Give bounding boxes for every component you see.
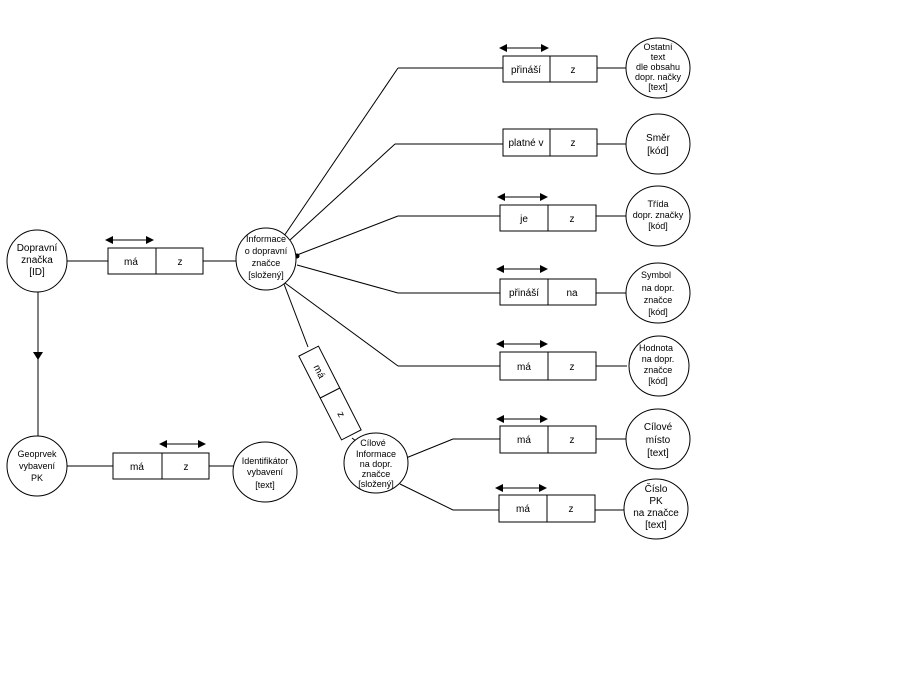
entity-label: [text]	[255, 480, 275, 490]
entity-identifikator: Identifikátor vybavení [text]	[232, 441, 298, 503]
entity-symbol: Symbol na dopr. značce [kód]	[625, 262, 691, 324]
entity-cilove-misto: Cílové místo [text]	[625, 408, 691, 470]
entity-informace: Informace o dopravní značce [složený]	[235, 227, 297, 291]
entity-ostatni-text: Ostatní text dle obsahu dopr. načky [tex…	[625, 37, 691, 99]
entity-label: místo	[646, 435, 671, 446]
entity-smer: Směr [kód]	[625, 113, 691, 175]
entity-label: na dopr.	[360, 459, 393, 469]
entity-label: [kód]	[648, 376, 668, 386]
entity-cislo-pk: Číslo PK na značce [text]	[623, 478, 689, 540]
entity-label: [složený]	[248, 270, 284, 280]
entity-label: Informace	[246, 234, 286, 244]
cardinality-label: z	[570, 435, 575, 446]
entity-label: dopr. načky	[635, 72, 682, 82]
entity-label: o dopravní	[245, 246, 288, 256]
entity-cilove-informace: Cílové Informace na dopr. značce [složen…	[343, 432, 409, 494]
role-label: má	[516, 504, 530, 515]
cardinality-label: na	[566, 288, 578, 299]
entity-label: Hodnota	[639, 343, 673, 353]
relation-ma-cilove-misto: má z	[499, 425, 597, 454]
role-label: má	[517, 435, 531, 446]
double-arrows	[105, 44, 549, 492]
entity-label: [kód]	[648, 307, 668, 317]
relation-informace-cilove: má z	[298, 345, 362, 441]
relation-platne-smer: platné v z	[502, 128, 598, 157]
relation-znacka-informace: má z	[107, 247, 204, 275]
entity-label: PK	[649, 496, 663, 507]
cardinality-label: z	[571, 138, 576, 149]
entity-label: Geoprvek	[17, 449, 57, 459]
relation-ma-hodnota: má z	[499, 351, 597, 381]
entity-label: značka	[21, 255, 53, 266]
entity-label: PK	[31, 473, 43, 483]
entity-geoprvek: Geoprvek vybavení PK	[6, 435, 68, 497]
cardinality-label: z	[570, 214, 575, 225]
entity-label: dle obsahu	[636, 62, 680, 72]
entity-hodnota: Hodnota na dopr. značce [kód]	[628, 335, 690, 397]
role-label: přináší	[509, 288, 539, 299]
entity-label: [kód]	[647, 146, 669, 157]
entity-trida: Třída dopr. značky [kód]	[625, 185, 691, 247]
entity-label: značce	[644, 365, 673, 375]
entity-label: [ID]	[29, 267, 45, 278]
role-label: platné v	[508, 138, 543, 149]
entity-label: Identifikátor	[242, 456, 289, 466]
entity-label: značce	[252, 258, 281, 268]
role-label: má	[517, 362, 531, 373]
role-label: je	[519, 214, 528, 225]
entity-label: Informace	[356, 449, 396, 459]
entity-label: [kód]	[648, 221, 668, 231]
entity-label: Symbol	[641, 270, 671, 280]
entity-label: na značce	[633, 508, 679, 519]
cardinality-label: z	[569, 504, 574, 515]
cardinality-label: z	[334, 410, 346, 419]
down-arrow-icon	[33, 352, 43, 360]
entity-label: značce	[362, 469, 391, 479]
entity-label: Směr	[646, 133, 671, 144]
cardinality-label: z	[184, 462, 189, 473]
entity-label: na dopr.	[642, 354, 675, 364]
entity-label: [složený]	[358, 479, 394, 489]
entity-label: Třída	[647, 199, 668, 209]
cardinality-label: z	[571, 65, 576, 76]
relation-je-trida: je z	[499, 204, 597, 232]
role-label: přináší	[511, 65, 541, 76]
entity-label: [text]	[647, 448, 669, 459]
entity-label: [text]	[645, 520, 667, 531]
entity-label: vybavení	[19, 461, 56, 471]
entity-dopravni-znacka: Dopravní značka [ID]	[6, 229, 68, 293]
entity-label: značce	[644, 295, 673, 305]
cardinality-label: z	[178, 257, 183, 268]
entity-label: Cílové	[644, 422, 673, 433]
connector-lines	[33, 67, 627, 511]
role-label: má	[130, 462, 144, 473]
entity-label: text	[651, 52, 666, 62]
entity-label: dopr. značky	[633, 210, 684, 220]
entity-label: Dopravní	[17, 243, 58, 254]
entity-label: vybavení	[247, 467, 284, 477]
relation-prinasi-ostatni: přináší z	[502, 55, 598, 83]
relation-geoprvek-identifikator: má z	[112, 452, 210, 480]
entity-label: Cílové	[360, 438, 386, 448]
relation-prinasi-symbol: přináší na	[499, 278, 597, 306]
entity-label: na dopr.	[642, 283, 675, 293]
entity-label: [text]	[648, 82, 668, 92]
cardinality-label: z	[570, 362, 575, 373]
entity-label: Ostatní	[643, 42, 673, 52]
entity-label: Číslo	[645, 482, 668, 495]
relation-ma-cislo-pk: má z	[498, 494, 596, 523]
role-label: má	[124, 257, 138, 268]
